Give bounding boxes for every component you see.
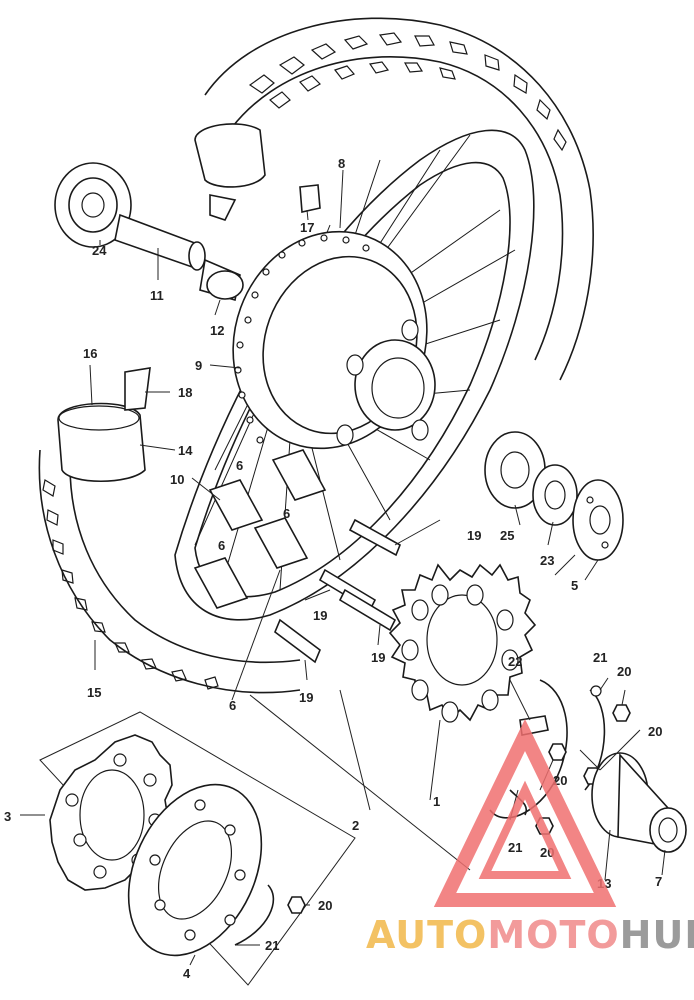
watermark-moto: MOTO <box>487 913 619 957</box>
callout-20e: 20 <box>318 898 332 913</box>
callout-19b: 19 <box>313 608 327 623</box>
bearing-24 <box>54 162 132 248</box>
callout-4: 4 <box>183 966 191 981</box>
callouts: 8 17 24 11 12 9 16 18 14 10 6 6 6 6 15 1… <box>4 156 662 981</box>
callout-20b: 20 <box>648 724 662 739</box>
callout-6b: 6 <box>283 506 290 521</box>
callout-12: 12 <box>210 323 224 338</box>
watermark-hub: HUB <box>620 913 694 957</box>
callout-20a: 20 <box>617 664 631 679</box>
spacer-12 <box>199 258 244 302</box>
wheel-hub <box>232 230 436 450</box>
callout-21a: 21 <box>593 650 607 665</box>
callout-6a: 6 <box>236 458 243 473</box>
damper-rubbers-6 <box>193 449 327 609</box>
callout-15: 15 <box>87 685 101 700</box>
callout-2: 2 <box>352 818 359 833</box>
sprocket-1 <box>388 563 537 723</box>
inset-nut-washer <box>234 884 306 946</box>
watermark: AUTOMOTOHUB <box>366 718 694 957</box>
driven-flange-13 <box>591 752 687 853</box>
callout-14: 14 <box>178 443 193 458</box>
callout-23: 23 <box>540 553 554 568</box>
studs-19 <box>274 518 402 664</box>
callout-6c: 6 <box>218 538 225 553</box>
callout-9: 9 <box>195 358 202 373</box>
retainer-plate-5 <box>572 479 624 561</box>
callout-19a: 19 <box>467 528 481 543</box>
callout-21b: 21 <box>508 840 522 855</box>
lock-plate-4 <box>127 783 263 957</box>
bearing-25 <box>484 431 546 509</box>
svg-text:AUTOMOTOHUB: AUTOMOTOHUB <box>366 913 694 957</box>
callout-17: 17 <box>300 220 314 235</box>
callout-25: 25 <box>500 528 514 543</box>
callout-18: 18 <box>178 385 192 400</box>
valve-cap-17 <box>299 184 321 213</box>
distance-collar-11 <box>114 213 206 271</box>
callout-22: 22 <box>508 654 522 669</box>
callout-6d: 6 <box>229 698 236 713</box>
watermark-auto: AUTO <box>366 913 487 957</box>
callout-5: 5 <box>571 578 578 593</box>
callout-3: 3 <box>4 809 11 824</box>
tire <box>38 17 594 694</box>
callout-1: 1 <box>433 794 440 809</box>
callout-10: 10 <box>170 472 184 487</box>
leader-lines <box>20 169 666 966</box>
callout-19d: 19 <box>299 690 313 705</box>
callout-19c: 19 <box>371 650 385 665</box>
callout-8: 8 <box>338 156 345 171</box>
callout-16: 16 <box>83 346 97 361</box>
callout-7: 7 <box>655 874 662 889</box>
oil-seal-23 <box>532 464 578 526</box>
callout-24: 24 <box>92 243 107 258</box>
watermark-triangle-logo <box>433 718 617 907</box>
callout-21c: 21 <box>265 938 279 953</box>
callout-11: 11 <box>150 288 164 303</box>
